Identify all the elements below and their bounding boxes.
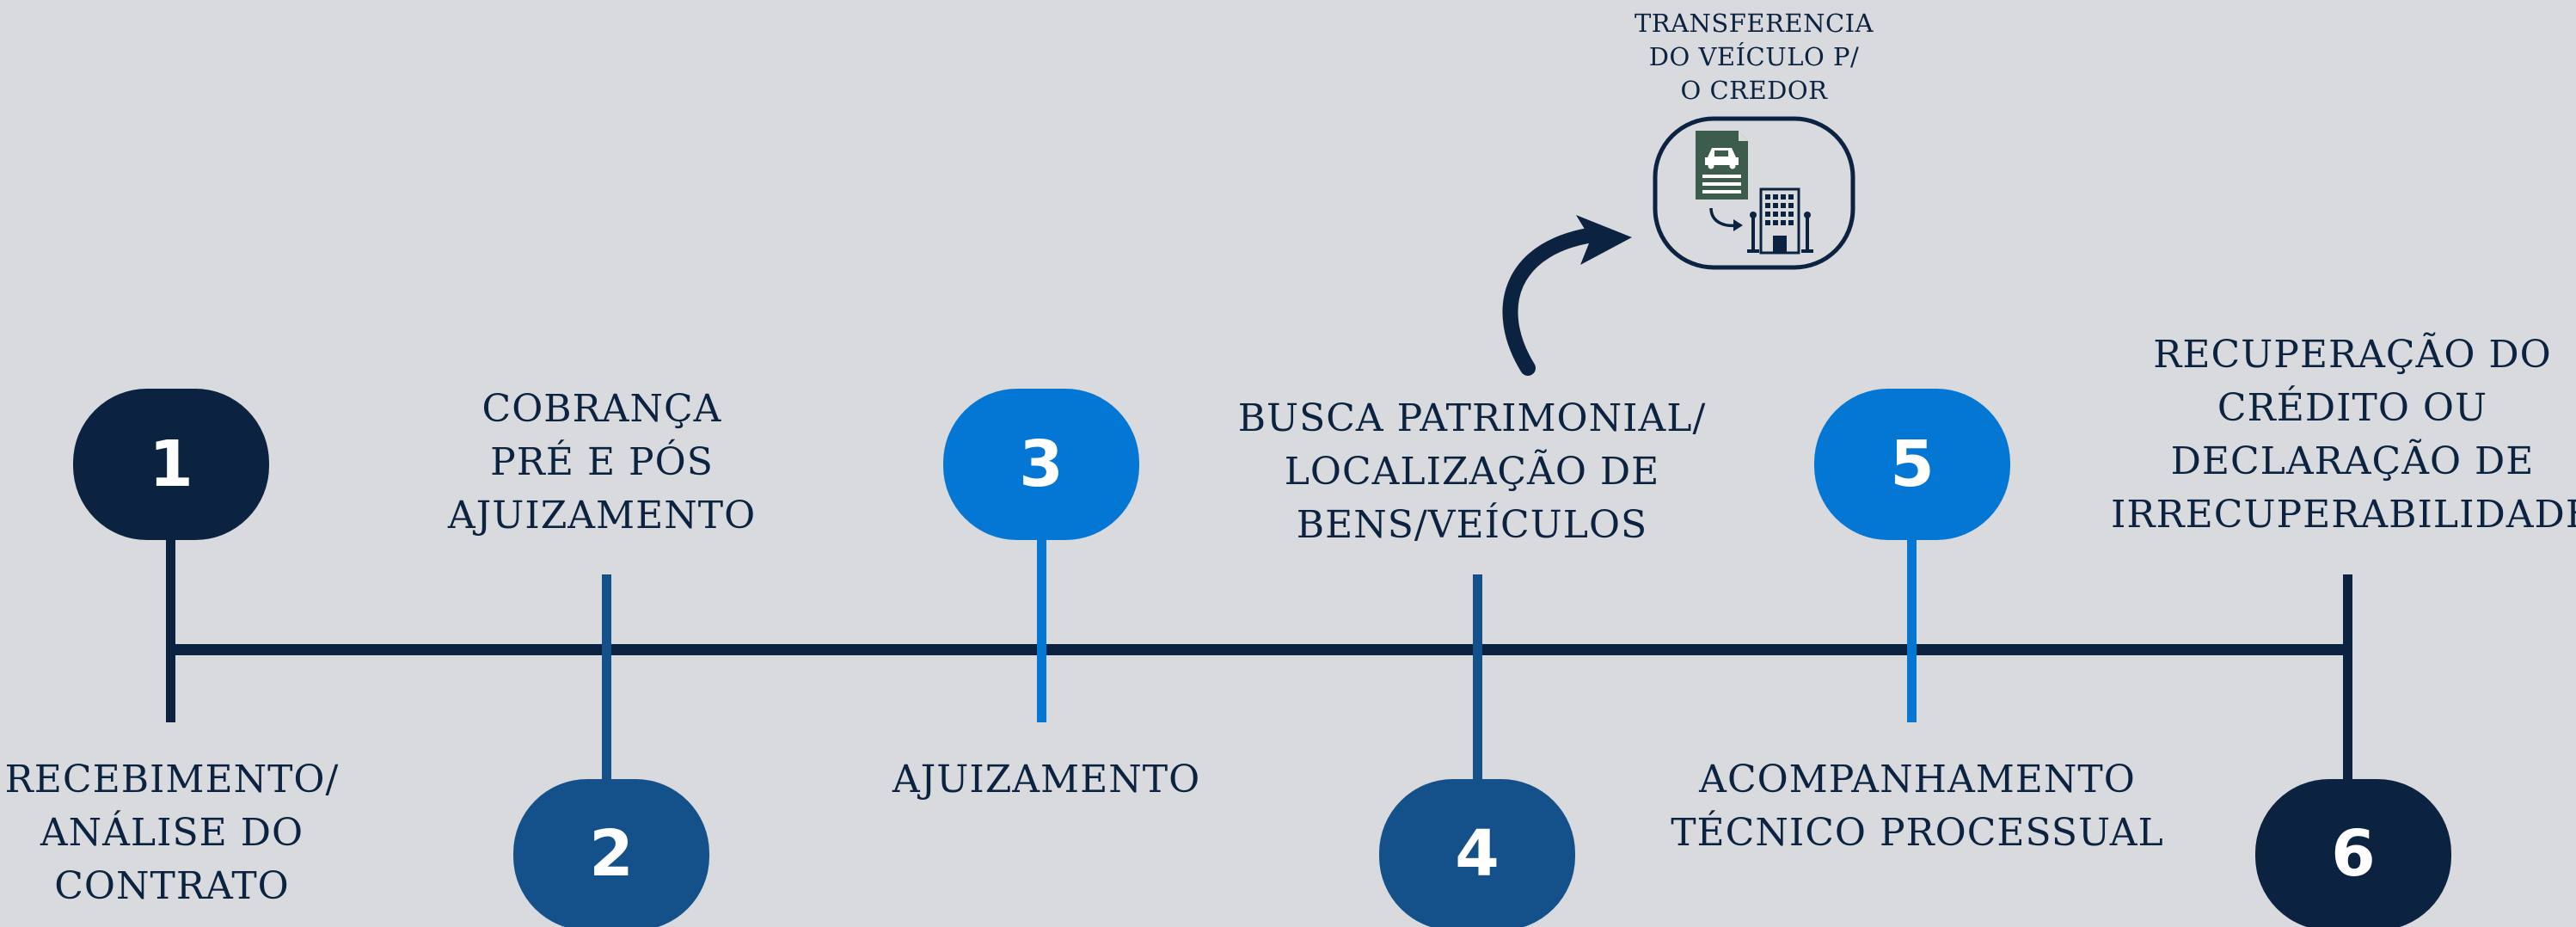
step-4: 4 [1379, 574, 1575, 927]
step-3-number: 3 [1019, 427, 1064, 501]
step-6: 6 [2255, 574, 2451, 927]
step-4-stem [1473, 574, 1482, 794]
step-5-stem [1907, 520, 1917, 722]
step-2-badge [513, 779, 709, 927]
callout-label: TRANSFERENCIA DO VEÍCULO P/ O CREDOR [1634, 9, 1874, 105]
step-6-number: 6 [2331, 817, 2376, 891]
step-5-number: 5 [1890, 427, 1935, 501]
step-2-number: 2 [589, 817, 634, 891]
step-3-stem [1037, 520, 1046, 722]
step-3-badge [943, 389, 1139, 540]
step-4-label: BUSCA PATRIMONIAL/ LOCALIZAÇÃO DE BENS/V… [1237, 396, 1707, 547]
step-1-number: 1 [149, 427, 193, 501]
step-1: 1 [73, 389, 269, 722]
step-5-label: ACOMPANHAMENTO TÉCNICO PROCESSUAL [1671, 758, 2164, 855]
step-6-label: RECUPERAÇÃO DO CRÉDITO OU DECLARAÇÃO DE … [2111, 333, 2576, 537]
vehicle-document-to-building-icon [1696, 131, 1813, 255]
step-5: 5 [1814, 389, 2010, 722]
step-3-label: AJUIZAMENTO [892, 758, 1201, 801]
callout-frame [1653, 116, 1855, 270]
step-2-stem [602, 574, 611, 794]
curved-arrow-icon [1502, 215, 1632, 376]
step-6-stem [2343, 574, 2352, 794]
step-4-number: 4 [1455, 817, 1500, 891]
timeline-axis [172, 644, 2347, 655]
step-5-badge [1814, 389, 2010, 540]
step-3: 3 [943, 389, 1139, 722]
step-4-badge [1379, 779, 1575, 927]
step-1-label: RECEBIMENTO/ ANÁLISE DO CONTRATO [4, 758, 340, 908]
step-2: 2 [513, 574, 709, 927]
step-1-badge [73, 389, 269, 540]
step-1-stem [166, 520, 175, 722]
step-2-label: COBRANÇA PRÉ E PÓS AJUIZAMENTO [447, 387, 757, 537]
step-6-badge [2255, 779, 2451, 927]
